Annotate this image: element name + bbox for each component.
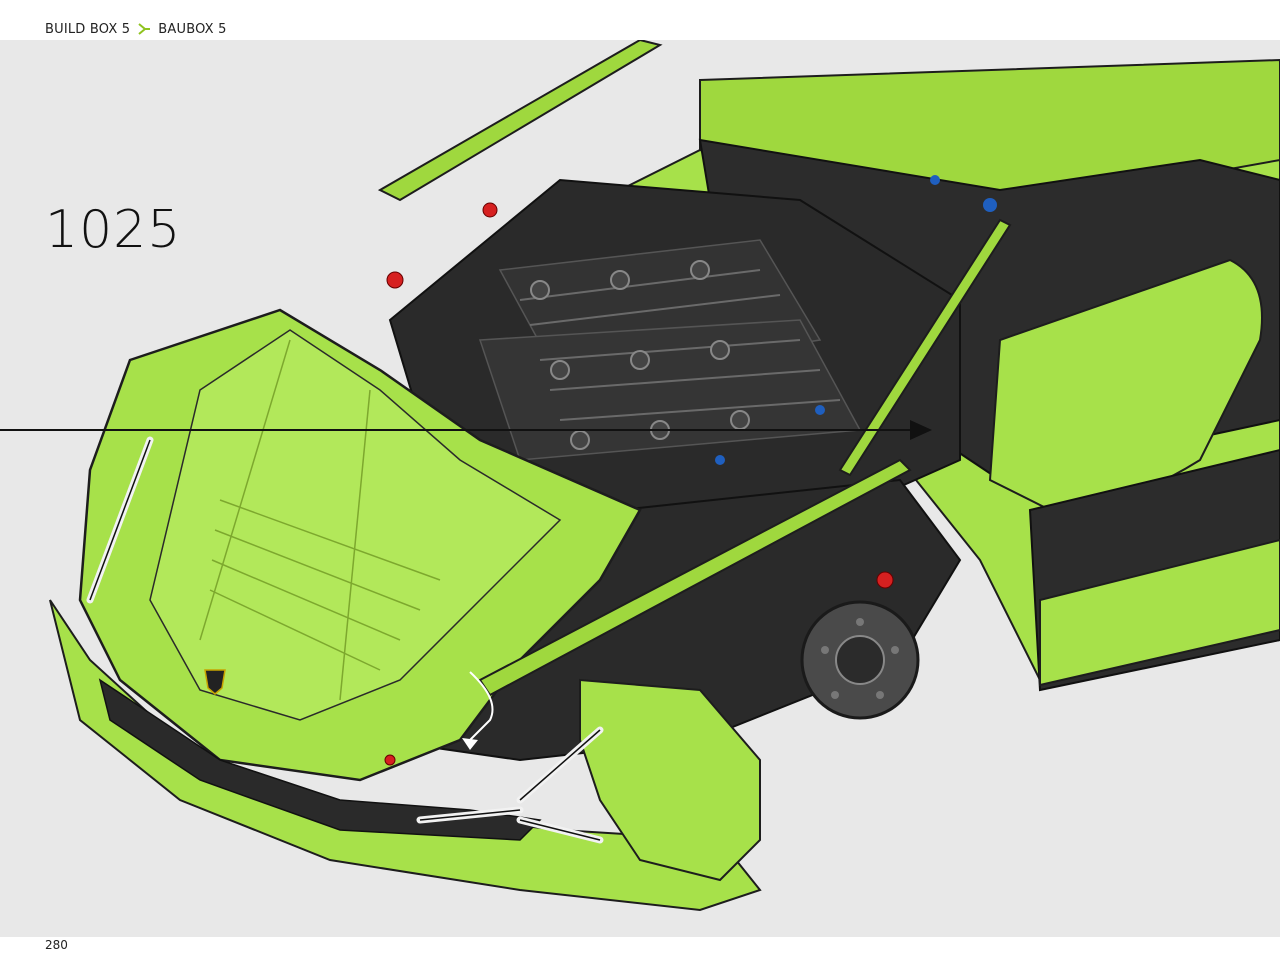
step-number: 1025 xyxy=(45,200,182,260)
car-model-drawing xyxy=(0,40,1280,912)
instruction-illustration xyxy=(0,40,1280,937)
breadcrumb: BUILD BOX 5 BAUBOX 5 xyxy=(45,20,227,38)
chevron-right-icon xyxy=(136,22,152,36)
build-box-label: BUILD BOX 5 xyxy=(45,21,131,37)
baubox-label: BAUBOX 5 xyxy=(158,21,227,37)
page-number: 280 xyxy=(45,938,68,952)
arrow-right-icon xyxy=(0,420,932,440)
